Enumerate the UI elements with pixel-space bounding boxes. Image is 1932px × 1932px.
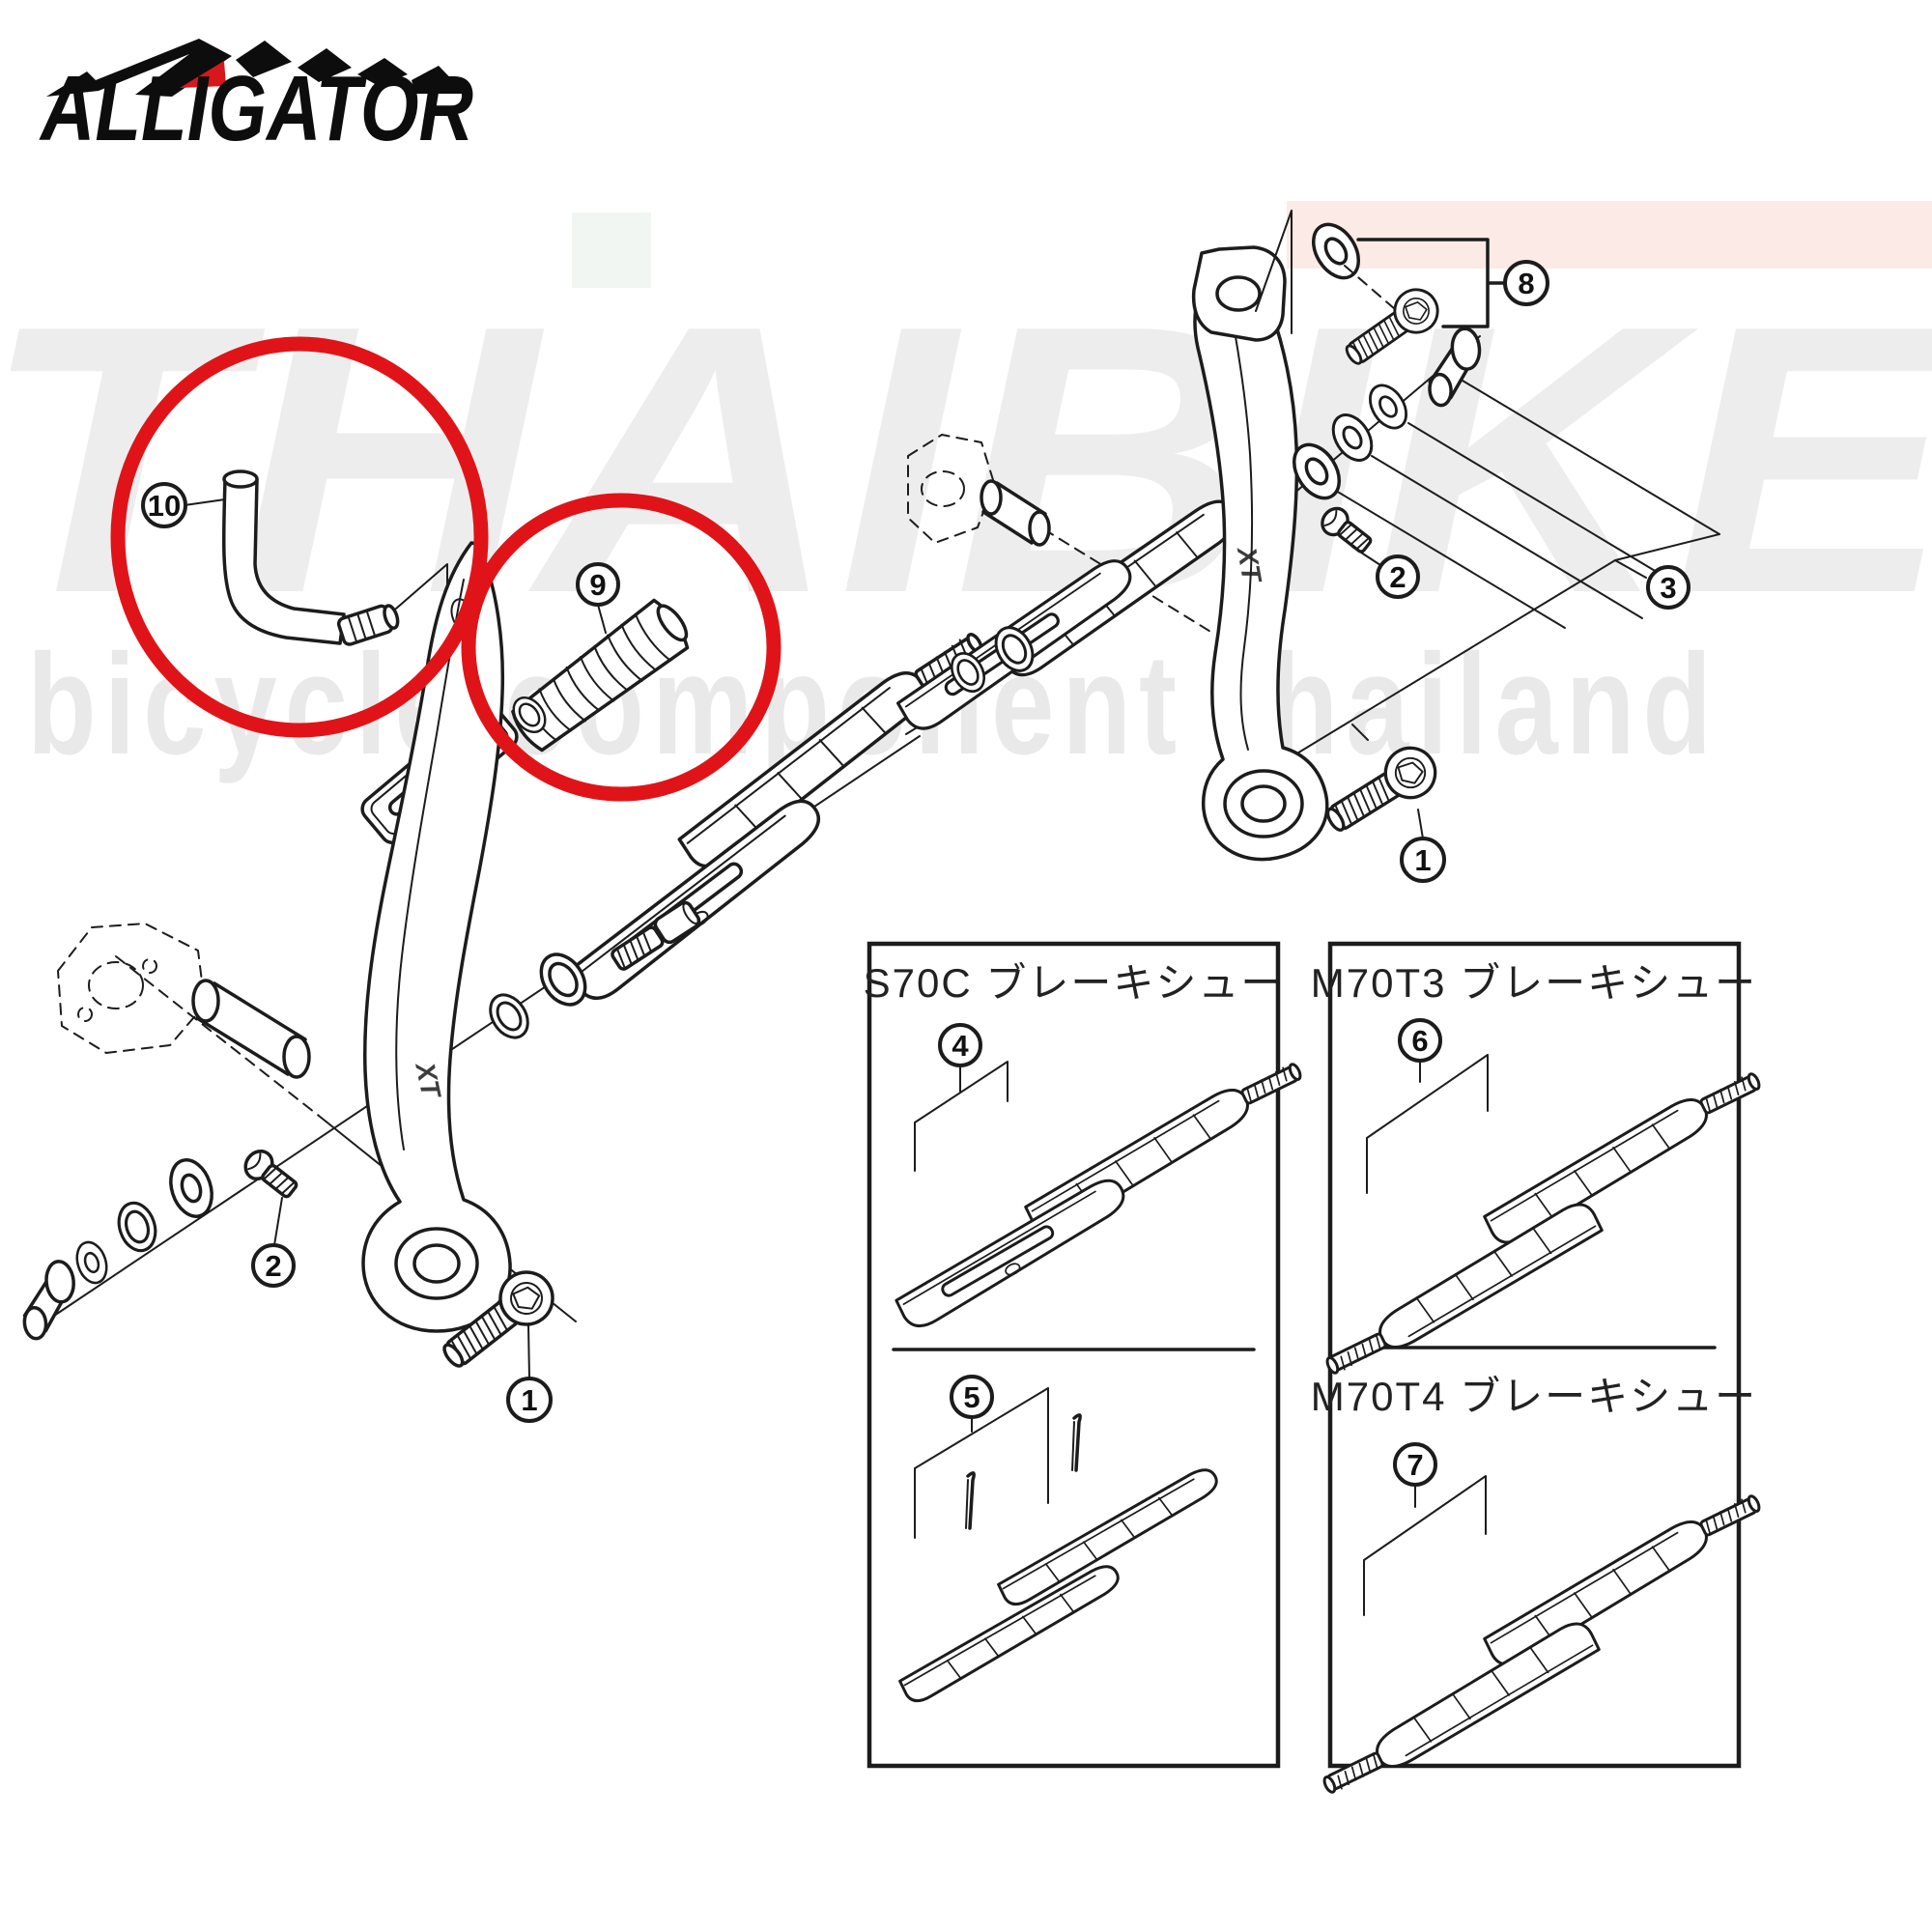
svg-text:6: 6 <box>1411 1024 1428 1058</box>
bracket-5 <box>914 1387 1049 1539</box>
pivot-washer-set <box>16 1152 221 1342</box>
brand-name: ALLIGATOR <box>39 57 473 160</box>
callouts: 10 9 2 1 8 3 2 1 <box>141 260 1690 1487</box>
svg-text:2: 2 <box>265 1249 281 1283</box>
callout-8: 8 <box>1503 260 1549 306</box>
pivot-washer-bolt-8 <box>1255 210 1507 377</box>
m70t3-title: M70T3 ブレーキシュー <box>1311 960 1757 1006</box>
svg-text:7: 7 <box>1406 1448 1423 1482</box>
svg-text:8: 8 <box>1518 267 1534 300</box>
pale-square <box>572 213 651 288</box>
pivot-axis-dashed <box>115 955 320 1117</box>
svg-text:4: 4 <box>952 1029 969 1063</box>
boss-post-cylinder <box>191 979 311 1079</box>
arm-fixing-bolt-right <box>1316 736 1447 845</box>
arm-set-screw <box>238 1144 303 1246</box>
frame-boss-housing-dashed-right <box>907 434 1051 547</box>
boss-post-cylinder-right <box>980 479 1051 547</box>
arm-fixing-bolt <box>431 1260 565 1381</box>
svg-text:2: 2 <box>1389 560 1406 594</box>
m70t4-title: M70T4 ブレーキシュー <box>1311 1374 1757 1419</box>
svg-text:5: 5 <box>963 1380 980 1414</box>
frame-boss-housing-dashed <box>57 923 311 1079</box>
callout-9: 9 <box>576 562 620 634</box>
callout-1-right: 1 <box>1400 837 1446 883</box>
svg-text:1: 1 <box>1414 843 1431 877</box>
red-highlight-circle-9 <box>461 493 781 802</box>
left-brake-assembly: XT <box>16 469 1006 1381</box>
pink-highlight-band <box>1287 201 1932 269</box>
s70c-pads-item4 <box>887 1056 1318 1334</box>
callout-2-right: 2 <box>1376 554 1420 599</box>
box-m70t: M70T3 ブレーキシュー M70T4 ブレーキシュー <box>1307 941 1776 1801</box>
arm-logo-marking-right: XT <box>1232 543 1268 586</box>
right-brake-assembly: XT <box>887 210 1720 862</box>
bundle-line-right <box>1245 559 1616 785</box>
callout-5: 5 <box>950 1375 994 1419</box>
svg-text:1: 1 <box>521 1383 537 1417</box>
arm-set-screw-right <box>1315 501 1384 568</box>
callout-3: 3 <box>1646 565 1690 610</box>
svg-text:10: 10 <box>148 489 181 523</box>
watermark-thaibike: THAIBIKE <box>0 245 1932 672</box>
s70c-title: S70C ブレーキシュー <box>864 960 1284 1006</box>
callout-2-left: 2 <box>251 1243 296 1288</box>
bracket-8 <box>1356 238 1507 328</box>
pivot-washer-set-right <box>1283 326 1720 629</box>
leaders-to-3 <box>1335 380 1720 629</box>
callout-7: 7 <box>1393 1442 1437 1487</box>
m70t4-pads-item7 <box>1307 1475 1776 1801</box>
bracket-7 <box>1363 1475 1487 1616</box>
m70t3-pads-item6 <box>1310 1054 1776 1381</box>
bracket-4 <box>914 1061 1009 1172</box>
bracket-6 <box>1366 1054 1489 1194</box>
brand-logo: ALLIGATOR <box>39 39 473 160</box>
right-brake-arm: XT <box>1191 245 1329 862</box>
box-s70c: S70C ブレーキシュー <box>864 941 1318 1769</box>
svg-text:3: 3 <box>1660 571 1676 605</box>
callout-6: 6 <box>1398 1018 1442 1063</box>
red-highlight-circle-10 <box>110 336 489 738</box>
callout-10: 10 <box>141 482 226 528</box>
s70c-inserts-item5 <box>892 1387 1230 1708</box>
callout-1-left: 1 <box>506 1377 553 1423</box>
callout-4: 4 <box>938 1023 982 1067</box>
logo-red-triangle <box>180 61 226 88</box>
svg-text:9: 9 <box>589 568 606 602</box>
alligator-mountains-icon <box>46 39 466 97</box>
